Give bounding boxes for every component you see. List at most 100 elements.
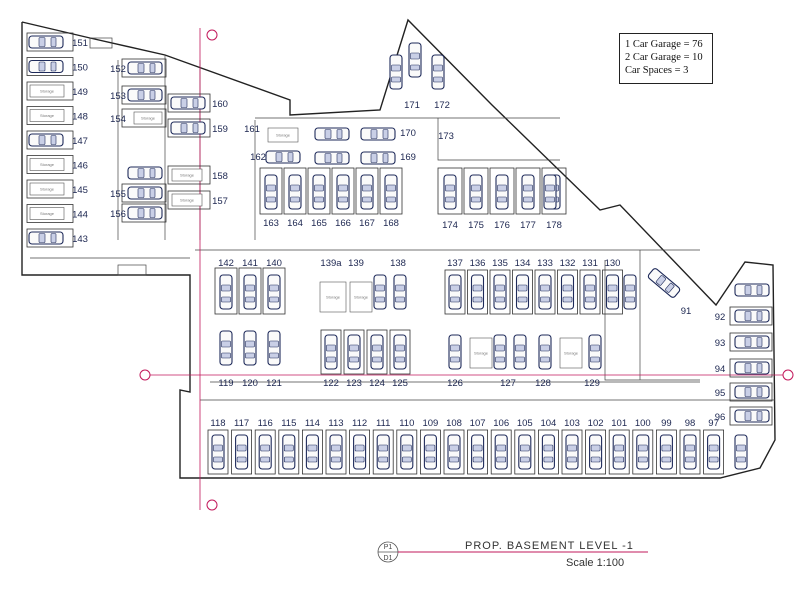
car-icon bbox=[423, 434, 437, 470]
bay-number: 113 bbox=[328, 418, 343, 429]
car-icon bbox=[127, 186, 163, 200]
car-icon bbox=[267, 274, 281, 310]
bay-outline bbox=[656, 429, 677, 475]
car-icon bbox=[393, 334, 407, 370]
storage-unit bbox=[319, 281, 347, 313]
car-icon bbox=[288, 174, 302, 210]
bay-outline bbox=[557, 269, 578, 315]
bay-outline bbox=[278, 429, 300, 475]
drawing-tag-top: P1 bbox=[384, 544, 393, 551]
car-icon bbox=[408, 42, 422, 78]
car-icon bbox=[734, 335, 770, 349]
bay-number: 132 bbox=[560, 258, 576, 269]
bay-number: 151 bbox=[72, 38, 88, 49]
bay-outline bbox=[26, 228, 74, 248]
car-icon bbox=[389, 54, 403, 90]
bay-outline bbox=[729, 332, 773, 352]
car-icon bbox=[443, 174, 457, 210]
car-icon bbox=[538, 334, 552, 370]
bay-outline bbox=[541, 167, 567, 215]
car-icon bbox=[493, 274, 507, 310]
storage-unit bbox=[29, 182, 65, 196]
bay-number: 129 bbox=[584, 378, 600, 389]
bay-number: 121 bbox=[266, 378, 282, 389]
storage-unit bbox=[171, 168, 203, 182]
bay-number: 143 bbox=[72, 234, 88, 245]
parking-bays bbox=[26, 32, 773, 475]
storage-label: Storage bbox=[40, 162, 55, 167]
bay-outline bbox=[320, 329, 342, 375]
bay-number: 133 bbox=[537, 258, 553, 269]
car-icon bbox=[513, 334, 527, 370]
grid-marker-icon bbox=[139, 369, 151, 381]
bay-number: 167 bbox=[359, 218, 375, 229]
car-icon bbox=[312, 174, 326, 210]
bay-number: 174 bbox=[442, 220, 458, 231]
car-icon bbox=[583, 274, 597, 310]
bay-outline bbox=[514, 429, 536, 475]
bay-outline bbox=[26, 204, 74, 223]
bay-number: 97 bbox=[708, 418, 719, 429]
storage-units: StorageStorageStorageStorageStorageStora… bbox=[29, 84, 583, 369]
bay-number: 91 bbox=[681, 306, 692, 317]
bay-number: 162 bbox=[250, 152, 266, 163]
legend-box: 1 Car Garage = 76 2 Car Garage = 10 Car … bbox=[619, 33, 713, 84]
bay-outline bbox=[602, 269, 623, 315]
bay-outline bbox=[349, 429, 371, 475]
car-icon bbox=[565, 434, 579, 470]
storage-label: Storage bbox=[40, 211, 55, 216]
bay-number: 125 bbox=[392, 378, 408, 389]
car-icon bbox=[170, 121, 206, 135]
bay-outline bbox=[379, 167, 403, 215]
bay-number: 178 bbox=[546, 220, 562, 231]
bay-outline bbox=[121, 203, 167, 223]
car-icon bbox=[734, 283, 770, 297]
car-icon bbox=[521, 174, 535, 210]
storage-unit bbox=[29, 84, 65, 98]
car-icon bbox=[28, 133, 64, 147]
storage-unit bbox=[349, 281, 373, 313]
bay-outline bbox=[325, 429, 347, 475]
bay-outline bbox=[366, 329, 388, 375]
bay-outline bbox=[26, 106, 74, 125]
bay-outline bbox=[729, 382, 773, 402]
bay-number: 94 bbox=[715, 364, 726, 375]
car-icon bbox=[243, 330, 257, 366]
car-icon bbox=[448, 334, 462, 370]
bay-number: 98 bbox=[685, 418, 696, 429]
drawing-tag-bottom: D1 bbox=[384, 555, 393, 562]
bay-outline bbox=[214, 267, 238, 315]
bay-outline bbox=[608, 429, 630, 475]
bay-outline bbox=[396, 429, 418, 475]
bay-number: 173 bbox=[438, 131, 454, 142]
car-icon bbox=[324, 334, 338, 370]
car-icon bbox=[636, 434, 650, 470]
car-icon bbox=[329, 434, 343, 470]
grid-reference bbox=[139, 28, 794, 511]
grid-marker-icon bbox=[782, 369, 794, 381]
bay-number: 155 bbox=[110, 189, 126, 200]
bay-number: 158 bbox=[212, 171, 228, 182]
bay-outline bbox=[121, 58, 167, 78]
bay-outline bbox=[729, 406, 773, 426]
grid-marker-icon bbox=[206, 29, 218, 41]
car-icon bbox=[282, 434, 296, 470]
bay-outline bbox=[167, 118, 211, 138]
bay-number: 134 bbox=[515, 258, 531, 269]
bay-outline bbox=[443, 429, 465, 475]
bay-outline bbox=[729, 358, 773, 378]
bay-outline bbox=[632, 429, 654, 475]
bay-number: 99 bbox=[661, 418, 672, 429]
car-icon bbox=[605, 274, 620, 310]
legend-two-car-garage: 2 Car Garage = 10 bbox=[625, 52, 703, 63]
bay-number: 103 bbox=[564, 418, 580, 429]
bay-number: 138 bbox=[390, 258, 406, 269]
bay-number: 141 bbox=[242, 258, 258, 269]
car-icon bbox=[393, 274, 407, 310]
bay-outline bbox=[238, 267, 262, 315]
car-icon bbox=[659, 434, 673, 470]
car-icon bbox=[518, 434, 532, 470]
bay-number: 107 bbox=[470, 418, 486, 429]
bay-number: 122 bbox=[323, 378, 339, 389]
bay-number: 130 bbox=[605, 258, 621, 269]
